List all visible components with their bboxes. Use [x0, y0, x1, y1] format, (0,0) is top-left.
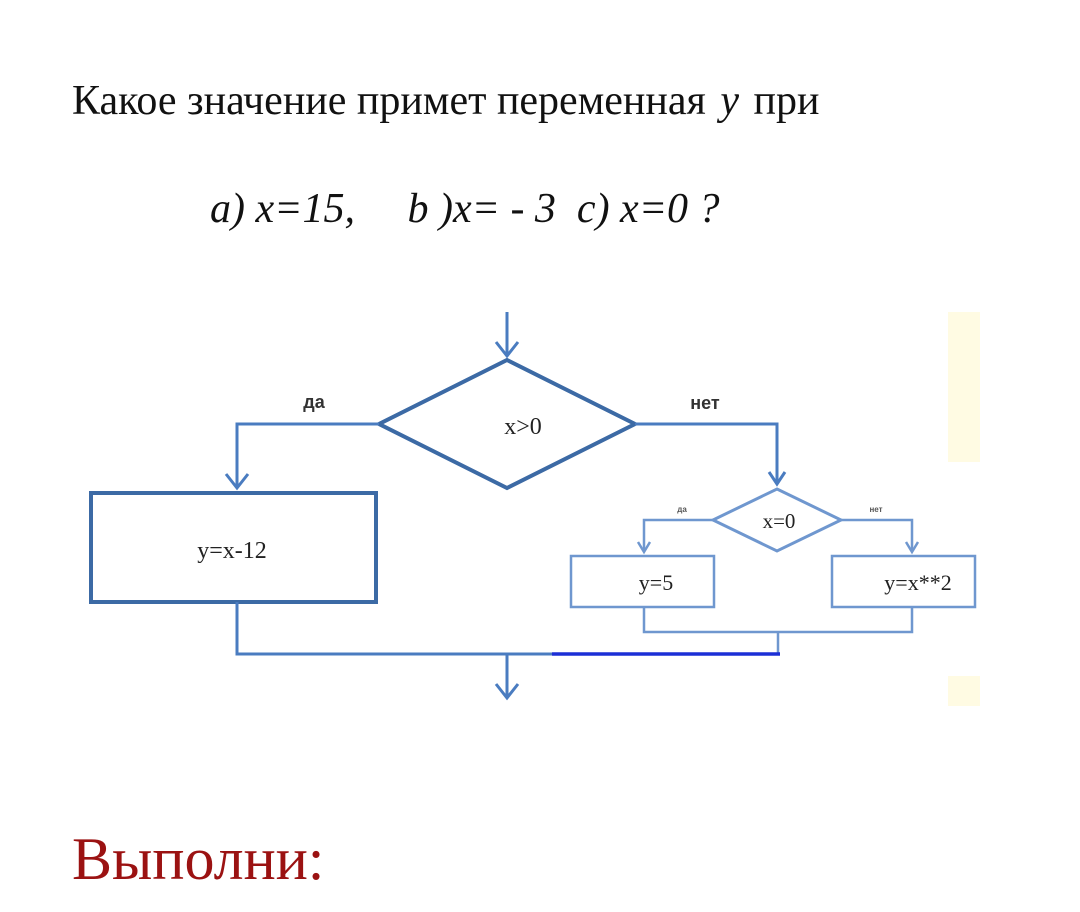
process-y-x-minus-12	[89, 491, 378, 604]
input-cases: a) x=15, b )x= - 3 c) x=0 ?	[210, 186, 720, 232]
no-label-2: нет	[869, 505, 882, 514]
decision-x-gt-0-label: x>0	[504, 414, 542, 440]
question-text-after: при	[753, 78, 820, 124]
process-y-x-squared	[830, 554, 977, 609]
yes-label-1: да	[303, 392, 325, 412]
question-variable: y	[720, 78, 739, 124]
no-branch-line-1	[635, 422, 787, 487]
decision-x-eq-0	[709, 487, 845, 553]
yes-branch-line-1	[224, 422, 379, 491]
process-y-x-minus-12-label: y=x-12	[197, 538, 267, 564]
process-y-5	[569, 554, 716, 609]
process-y-x-squared-label: y=x**2	[884, 570, 951, 595]
ghost-highlight-bottom	[948, 676, 980, 706]
outer-merge-line	[235, 602, 780, 656]
yes-branch-line-2	[636, 518, 713, 555]
decision-x-gt-0	[374, 357, 640, 491]
exit-arrow	[494, 654, 520, 701]
yes-label-2: да	[677, 505, 687, 514]
decision-x-eq-0-label: x=0	[763, 509, 796, 533]
inner-merge-line	[642, 607, 914, 654]
ghost-highlight-top	[948, 312, 980, 462]
question-text-before: Какое значение примет переменная	[72, 78, 706, 124]
process-y-5-label: y=5	[639, 570, 673, 595]
slide-title-partial: Ответ:	[74, 0, 247, 10]
no-branch-line-2	[841, 518, 920, 555]
footer-label: Выполни:	[72, 826, 325, 892]
question-text: Какое значение примет переменная y при	[72, 78, 819, 124]
no-label-1: нет	[690, 393, 720, 413]
entry-arrow	[494, 312, 520, 359]
